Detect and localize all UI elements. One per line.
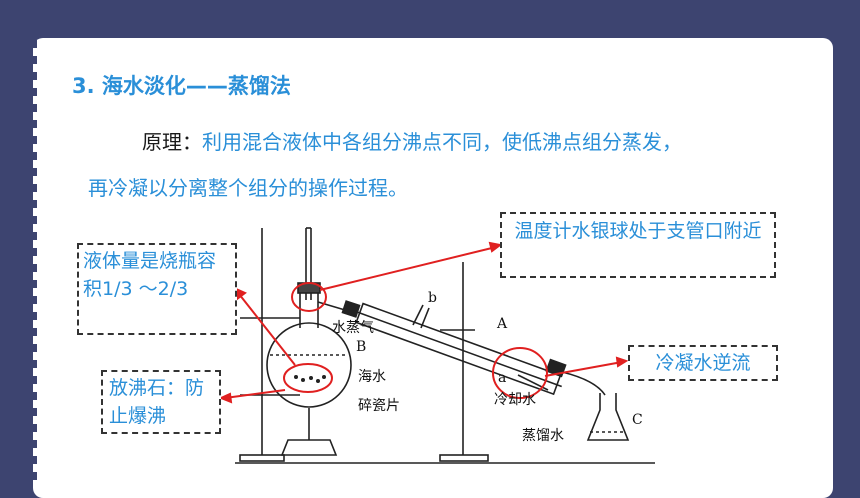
label-chips: 碎瓷片 [358, 398, 400, 414]
principle-label: 原理： [142, 130, 202, 154]
label-distilled-water: 蒸馏水 [522, 428, 564, 444]
label-b: b [428, 290, 437, 306]
principle-line-1: 原理：利用混合液体中各组分沸点不同，使低沸点组分蒸发， [142, 126, 682, 155]
callout-condenser: 冷凝水逆流 [628, 345, 778, 381]
principle-line-2: 再冷凝以分离整个组分的操作过程。 [88, 176, 408, 200]
distillation-apparatus-diagram: b A B 水蒸气 海水 碎瓷片 a 冷却水 蒸馏水 C [218, 227, 655, 464]
label-B: B [356, 339, 366, 355]
callout-thermometer: 温度计水银球处于支管口附近 [500, 212, 776, 278]
label-vapor: 水蒸气 [332, 320, 374, 336]
callout-liquid-volume: 液体量是烧瓶容积1/3 ～2/3 [77, 243, 237, 335]
label-A: A [496, 316, 508, 332]
binding-edge [33, 40, 37, 484]
label-C: C [632, 412, 643, 428]
label-a: a [498, 370, 506, 386]
section-heading: 3. 海水淡化——蒸馏法 [72, 74, 291, 98]
principle-text-1: 利用混合液体中各组分沸点不同，使低沸点组分蒸发， [202, 130, 682, 154]
label-seawater: 海水 [358, 369, 386, 385]
label-cooling-water: 冷却水 [494, 392, 536, 408]
callout-boiling-stones: 放沸石：防止爆沸 [101, 370, 221, 434]
